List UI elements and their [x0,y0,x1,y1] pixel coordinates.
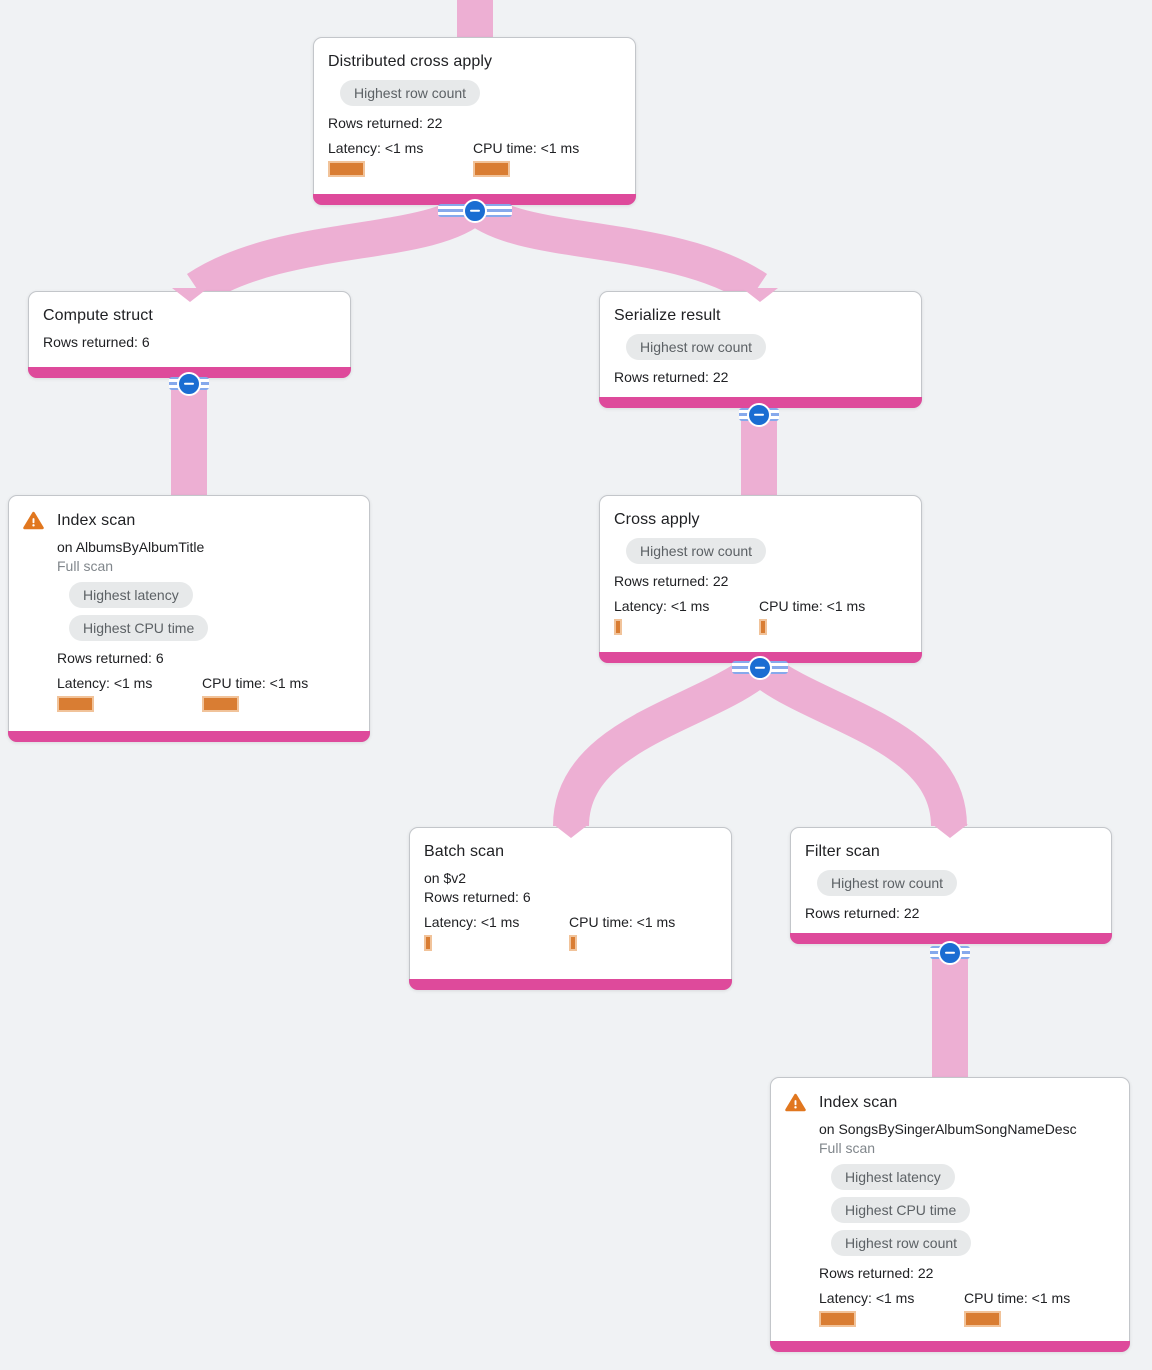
rows-returned: Rows returned: 22 [614,573,729,589]
collapse-minus-icon[interactable] [747,402,771,427]
node-title: Index scan [57,511,136,529]
node-batch-scan[interactable]: Batch scan on $v2 Rows returned: 6 Laten… [409,827,732,990]
node-cross-apply[interactable]: Cross apply Highest row count Rows retur… [599,495,922,663]
node-subtitle: on AlbumsByAlbumTitle [57,539,205,555]
latency-bar [819,1311,856,1327]
latency-label: Latency: <1 ms [424,914,520,930]
cpu-time-label: CPU time: <1 ms [569,914,676,930]
node-title: Index scan [819,1093,898,1111]
collapse-toggle-serialize-result[interactable] [739,402,779,427]
rows-returned: Rows returned: 6 [43,334,150,350]
cpu-time-bar [759,619,767,635]
cpu-time-label: CPU time: <1 ms [202,675,309,691]
card-accent-bar [8,731,370,742]
card-accent-bar [409,979,732,990]
collapse-toggle-distributed-cross-apply[interactable] [438,198,512,223]
latency-bar [328,161,365,177]
rows-returned: Rows returned: 6 [424,889,531,905]
badge-highest-row-count: Highest row count [626,334,767,360]
node-index-scan-songs[interactable]: Index scan on SongsBySingerAlbumSongName… [770,1077,1130,1352]
collapse-toggle-filter-scan[interactable] [930,940,970,965]
arrow-tip-filterscan [932,824,968,838]
node-title: Serialize result [614,307,721,324]
badge-highest-row-count: Highest row count [340,80,481,106]
badge-highest-row-count: Highest row count [831,1230,972,1256]
rows-returned: Rows returned: 22 [614,369,729,385]
node-title: Cross apply [614,511,700,528]
badge-highest-row-count: Highest row count [817,870,958,896]
latency-label: Latency: <1 ms [819,1290,915,1306]
cpu-time-label: CPU time: <1 ms [473,140,580,156]
flow-root-to-compute [186,191,488,305]
collapse-toggle-compute-struct[interactable] [169,371,209,396]
flow-filterscan-to-indexscan [932,950,968,1078]
full-scan-note: Full scan [819,1140,876,1156]
latency-bar [57,696,94,712]
node-title: Distributed cross apply [328,53,493,70]
badge-highest-cpu-time: Highest CPU time [831,1197,971,1223]
badge-highest-row-count: Highest row count [626,538,767,564]
cpu-time-bar [569,935,577,951]
latency-bar [614,619,622,635]
cpu-time-label: CPU time: <1 ms [759,598,866,614]
collapse-minus-icon[interactable] [463,198,487,223]
node-index-scan-albums[interactable]: Index scan on AlbumsByAlbumTitle Full sc… [8,495,370,742]
cpu-time-bar [202,696,239,712]
rows-returned: Rows returned: 6 [57,650,164,666]
rows-returned: Rows returned: 22 [805,905,920,921]
flow-root-to-serialize [462,191,768,305]
rows-returned: Rows returned: 22 [819,1265,934,1281]
flow-compute-to-indexscan [171,388,207,496]
node-subtitle: on SongsBySingerAlbumSongNameDesc [819,1121,1077,1137]
node-subtitle: on $v2 [424,870,467,886]
collapse-minus-icon[interactable] [938,940,962,965]
latency-bar [424,935,432,951]
arrow-tip-serialize [742,288,778,302]
warning-icon[interactable] [23,511,44,530]
node-filter-scan[interactable]: Filter scan Highest row count Rows retur… [790,827,1112,944]
badge-highest-latency: Highest latency [69,582,193,608]
arrow-tip-compute [172,288,208,302]
cpu-time-bar [473,161,510,177]
collapse-minus-icon[interactable] [177,371,201,396]
latency-label: Latency: <1 ms [57,675,153,691]
flow-crossapply-to-batchscan [553,655,769,828]
cpu-time-bar [964,1311,1001,1327]
arrow-tip-batchscan [553,824,589,838]
badge-highest-latency: Highest latency [831,1164,955,1190]
latency-label: Latency: <1 ms [614,598,710,614]
badge-highest-cpu-time: Highest CPU time [69,615,209,641]
rows-returned: Rows returned: 22 [328,115,443,131]
node-title: Batch scan [424,843,505,860]
node-title: Compute struct [43,307,153,324]
node-title: Filter scan [805,843,880,860]
collapse-minus-icon[interactable] [748,655,772,680]
cpu-time-label: CPU time: <1 ms [964,1290,1071,1306]
latency-label: Latency: <1 ms [328,140,424,156]
card-accent-bar [790,933,1112,944]
flow-into-root [457,0,493,39]
collapse-toggle-cross-apply[interactable] [732,655,788,680]
flow-crossapply-to-filterscan [751,655,967,828]
full-scan-note: Full scan [57,558,114,574]
warning-icon[interactable] [785,1093,806,1112]
card-accent-bar [770,1341,1130,1352]
